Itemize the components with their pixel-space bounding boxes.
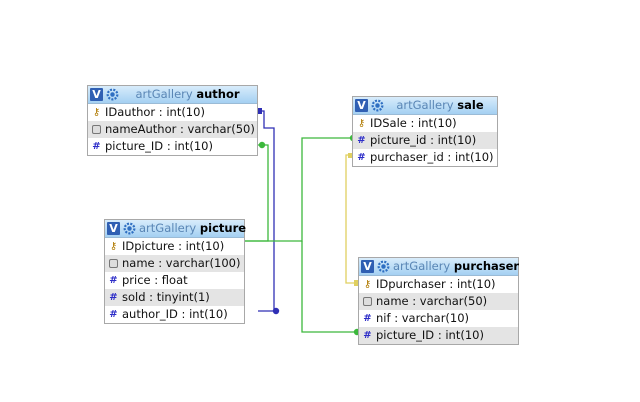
hash-icon: # <box>363 330 372 341</box>
column-row[interactable]: # picture_ID : int(10) <box>359 327 518 344</box>
relation-end-marker <box>258 108 262 114</box>
hash-icon: # <box>109 292 118 303</box>
column-label: picture_ID : int(10) <box>105 139 213 153</box>
key-icon: ⚷ <box>363 279 372 290</box>
toggle-v-button[interactable]: V <box>361 260 374 273</box>
table-header[interactable]: V artGallery sale <box>353 97 497 115</box>
column-label: IDpurchaser : int(10) <box>376 277 496 291</box>
column-row[interactable]: ⚷ IDauthor : int(10) <box>88 104 257 121</box>
table-name: sale <box>457 98 484 112</box>
relation-end-marker <box>258 141 266 149</box>
hash-icon: # <box>363 313 372 324</box>
relation-end-marker <box>348 153 352 158</box>
relation-line-picture-purchaser[interactable] <box>301 241 356 333</box>
toggle-v-button[interactable]: V <box>90 88 103 101</box>
relation-line-picture-sale[interactable] <box>245 137 352 242</box>
key-icon: ⚷ <box>109 241 118 252</box>
relation-line-author-picture-idpicture[interactable] <box>245 144 269 242</box>
relation-line-purchaser-sale[interactable] <box>345 154 358 284</box>
toggle-v-button[interactable]: V <box>355 99 368 112</box>
table-header[interactable]: V artGallery purchaser <box>359 258 519 276</box>
table-purchaser[interactable]: V artGallery purchaser ⚷ IDpurchaser : i… <box>358 257 519 345</box>
table-header[interactable]: V artGallery picture <box>105 220 246 238</box>
relation-end-marker <box>272 307 280 315</box>
hash-icon: # <box>357 152 366 163</box>
text-field-icon <box>362 293 373 310</box>
column-row[interactable]: name : varchar(50) <box>359 293 518 310</box>
column-label: purchaser_id : int(10) <box>370 150 494 164</box>
hash-icon: # <box>109 275 118 286</box>
column-row[interactable]: # picture_ID : int(10) <box>88 138 257 155</box>
column-label: nameAuthor : varchar(50) <box>105 122 255 136</box>
column-row[interactable]: ⚷ IDSale : int(10) <box>353 115 497 132</box>
column-row[interactable]: # purchaser_id : int(10) <box>353 149 497 166</box>
database-name: artGallery <box>139 221 197 235</box>
hash-icon: # <box>109 309 118 320</box>
column-row[interactable]: ⚷ IDpurchaser : int(10) <box>359 276 518 293</box>
gear-icon[interactable] <box>123 222 136 235</box>
table-title: artGallery sale <box>387 98 493 113</box>
column-label: author_ID : int(10) <box>122 307 228 321</box>
table-sale[interactable]: V artGallery sale ⚷ IDSale : int(10) # p… <box>352 96 498 167</box>
gear-icon[interactable] <box>106 88 119 101</box>
column-label: picture_id : int(10) <box>370 133 477 147</box>
table-picture[interactable]: V artGallery picture ⚷ IDpicture : int(1… <box>104 219 246 324</box>
column-row[interactable]: # sold : tinyint(1) <box>105 289 244 306</box>
text-field-icon <box>108 255 119 272</box>
toggle-v-button[interactable]: V <box>107 222 120 235</box>
hash-icon: # <box>92 141 101 152</box>
column-label: IDpicture : int(10) <box>122 239 225 253</box>
table-title: artGallery purchaser <box>393 259 519 274</box>
column-label: IDSale : int(10) <box>370 116 457 130</box>
table-author[interactable]: V artGallery author ⚷ IDauthor : int(10)… <box>87 85 258 156</box>
column-row[interactable]: nameAuthor : varchar(50) <box>88 121 257 138</box>
column-row[interactable]: # picture_id : int(10) <box>353 132 497 149</box>
column-label: name : varchar(100) <box>122 256 241 270</box>
column-label: nif : varchar(10) <box>376 311 470 325</box>
column-row[interactable]: ⚷ IDpicture : int(10) <box>105 238 244 255</box>
column-label: IDauthor : int(10) <box>105 105 205 119</box>
table-name: picture <box>199 221 247 235</box>
table-name: author <box>196 87 240 101</box>
database-name: artGallery <box>393 259 451 273</box>
database-name: artGallery <box>135 87 193 101</box>
key-icon: ⚷ <box>92 107 101 118</box>
column-label: picture_ID : int(10) <box>376 328 484 342</box>
column-row[interactable]: name : varchar(100) <box>105 255 244 272</box>
table-title: artGallery author <box>122 87 253 102</box>
gear-icon[interactable] <box>371 99 384 112</box>
column-label: name : varchar(50) <box>376 294 488 308</box>
column-row[interactable]: # author_ID : int(10) <box>105 306 244 323</box>
column-row[interactable]: # price : float <box>105 272 244 289</box>
gear-icon[interactable] <box>377 260 390 273</box>
column-row[interactable]: # nif : varchar(10) <box>359 310 518 327</box>
key-icon: ⚷ <box>357 118 366 129</box>
relation-end-marker <box>354 280 358 286</box>
table-header[interactable]: V artGallery author <box>88 86 257 104</box>
text-field-icon <box>91 121 102 138</box>
database-name: artGallery <box>396 98 454 112</box>
column-label: price : float <box>122 273 188 287</box>
table-title: artGallery picture <box>139 221 246 236</box>
table-name: purchaser <box>453 259 520 273</box>
hash-icon: # <box>357 135 366 146</box>
column-label: sold : tinyint(1) <box>122 290 210 304</box>
relation-line-author-picture-authorid[interactable] <box>258 110 275 312</box>
